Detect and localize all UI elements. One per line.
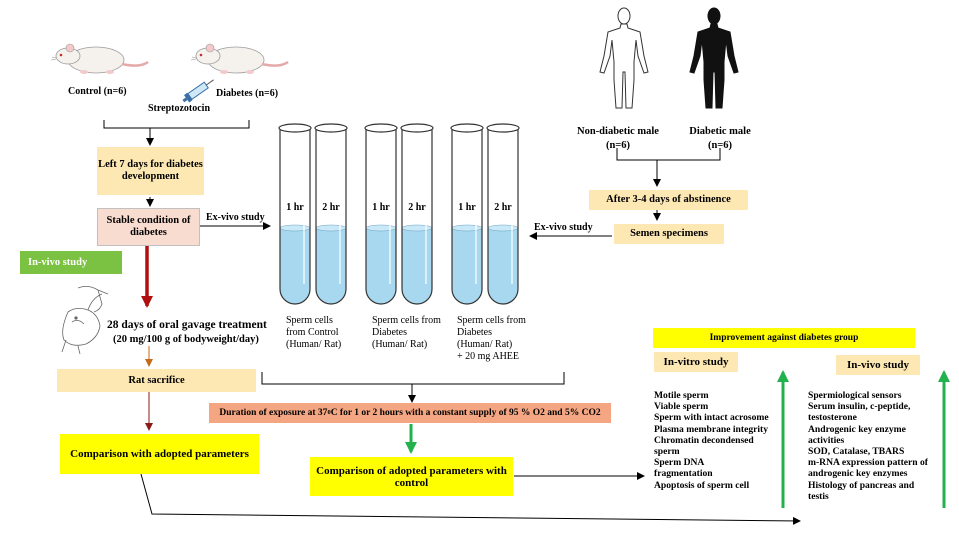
invitro-item: fragmentation: [654, 468, 713, 480]
tube-glass: [401, 128, 433, 305]
invitro-item: Chromatin decondensed: [654, 434, 754, 446]
invivo-title: In-vivo study: [836, 355, 920, 375]
comparison-with-control: Comparison of adopted parameters with co…: [310, 457, 513, 496]
test-tubes: 1 hr 2 hr 1 hr 2 hr 1 hr 2 hr: [278, 123, 520, 305]
invivo-item: Serum insulin, c-peptide,: [808, 401, 911, 413]
invitro-title: In-vitro study: [654, 352, 738, 372]
invivo-item: androgenic key enzymes: [808, 468, 908, 480]
tube-label-2hr: 2 hr: [322, 202, 340, 213]
invivo-item: m-RNA expression pattern of: [808, 457, 929, 469]
tube-caption-control: Sperm cells from Control (Human/ Rat): [286, 315, 342, 350]
step-diabetes-development: Left 7 days for diabetes development: [97, 147, 204, 195]
diabetic-n: (n=6): [707, 140, 733, 151]
tube-rim: [486, 123, 520, 133]
non-diabetic-n: (n=6): [605, 140, 631, 151]
tube-rim: [400, 123, 434, 133]
non-diabetic-male-icon: [599, 7, 649, 109]
invivo-item: Androgenic key enzyme: [808, 423, 906, 435]
tube-glass: [365, 128, 397, 305]
invivo-item: activities: [808, 434, 845, 446]
invitro-item: Apoptosis of sperm cell: [654, 479, 750, 491]
invitro-item: sperm: [654, 446, 680, 458]
tube-fluid: [316, 228, 346, 304]
diabetes-label: Diabetes (n=6): [216, 88, 279, 99]
tube-glass: [315, 128, 347, 305]
tube-fluid-surface: [401, 224, 433, 232]
tube-fluid-surface: [279, 224, 311, 232]
tube-glass: [487, 128, 519, 305]
step-stable-diabetes: Stable condition of diabetes: [97, 208, 200, 246]
control-label: Control (n=6): [68, 86, 127, 97]
syringe-icon: [182, 79, 214, 103]
gavage-dose: (20 mg/100 g of bodyweight/day): [113, 334, 259, 345]
diabetic-label: Diabetic male: [689, 126, 751, 137]
streptozotocin-label: Streptozotocin: [148, 103, 211, 114]
invitro-item: Plasma membrane integrity: [654, 423, 769, 435]
diabetes-rat-icon: [190, 43, 289, 74]
tube-label-2hr: 2 hr: [494, 202, 512, 213]
invivo-item: Histology of pancreas and: [808, 479, 915, 491]
tube-glass: [451, 128, 483, 305]
non-diabetic-label: Non-diabetic male: [577, 126, 659, 137]
invivo-tag: In-vivo study: [20, 251, 122, 274]
tube-label-1hr: 1 hr: [372, 202, 390, 213]
exvivo-right-label: Ex-vivo study: [534, 222, 593, 233]
duration-text-pre: Duration of exposure at 37: [219, 408, 328, 418]
comparison-adopted-parameters: Comparison with adopted parameters: [60, 434, 259, 474]
invitro-item: Viable sperm: [654, 401, 709, 413]
tube-glass: [279, 128, 311, 305]
invitro-item: Motile sperm: [654, 390, 709, 401]
tube-fluid-surface: [451, 224, 483, 232]
exvivo-left-label: Ex-vivo study: [206, 212, 265, 223]
tube-label-2hr: 2 hr: [408, 202, 426, 213]
tube-rim: [314, 123, 348, 133]
improvement-banner: Improvement against diabetes group: [653, 328, 915, 348]
tube-rim: [450, 123, 484, 133]
duration-text-post: C for 1 or 2 hours with a constant suppl…: [330, 408, 601, 418]
test-tube: 1 hr: [278, 123, 312, 305]
tube-fluid: [280, 228, 310, 304]
invitro-list: Motile sperm Viable sperm Sperm with int…: [654, 390, 779, 491]
tube-rim: [364, 123, 398, 133]
tube-fluid-surface: [315, 224, 347, 232]
tube-label-1hr: 1 hr: [286, 202, 304, 213]
semen-specimens-box: Semen specimens: [614, 224, 724, 244]
duration-degree: 0: [327, 409, 331, 416]
test-tube: 1 hr: [450, 123, 484, 305]
invivo-item: testosterone: [808, 412, 857, 424]
invivo-item: Spermiological sensors: [808, 390, 902, 401]
tube-fluid: [488, 228, 518, 304]
test-tube: 2 hr: [486, 123, 520, 305]
test-tube: 1 hr: [364, 123, 398, 305]
test-tube: 2 hr: [314, 123, 348, 305]
tube-fluid: [366, 228, 396, 304]
tube-fluid-surface: [365, 224, 397, 232]
test-tube: 2 hr: [400, 123, 434, 305]
tube-label-1hr: 1 hr: [458, 202, 476, 213]
invivo-item: testis: [808, 490, 829, 502]
invitro-item: Sperm DNA: [654, 457, 705, 469]
invivo-list: Spermiological sensors Serum insulin, c-…: [808, 390, 948, 502]
tube-caption-diabetes: Sperm cells from Diabetes (Human/ Rat): [372, 315, 441, 350]
tube-fluid-surface: [487, 224, 519, 232]
diabetic-male-icon: [689, 7, 739, 109]
invitro-item: Sperm with intact acrosome: [654, 412, 769, 424]
tube-caption-ahee: Sperm cells from Diabetes (Human/ Rat) +…: [457, 315, 526, 362]
rat-sacrifice: Rat sacrifice: [57, 369, 256, 392]
oral-gavage-icon: [61, 286, 109, 354]
tube-rim: [278, 123, 312, 133]
gavage-title: 28 days of oral gavage treatment: [107, 319, 267, 331]
tube-fluid: [452, 228, 482, 304]
tube-fluid: [402, 228, 432, 304]
control-rat-icon: [50, 43, 149, 74]
abstinence-box: After 3-4 days of abstinence: [589, 190, 748, 210]
invivo-item: SOD, Catalase, TBARS: [808, 446, 905, 458]
